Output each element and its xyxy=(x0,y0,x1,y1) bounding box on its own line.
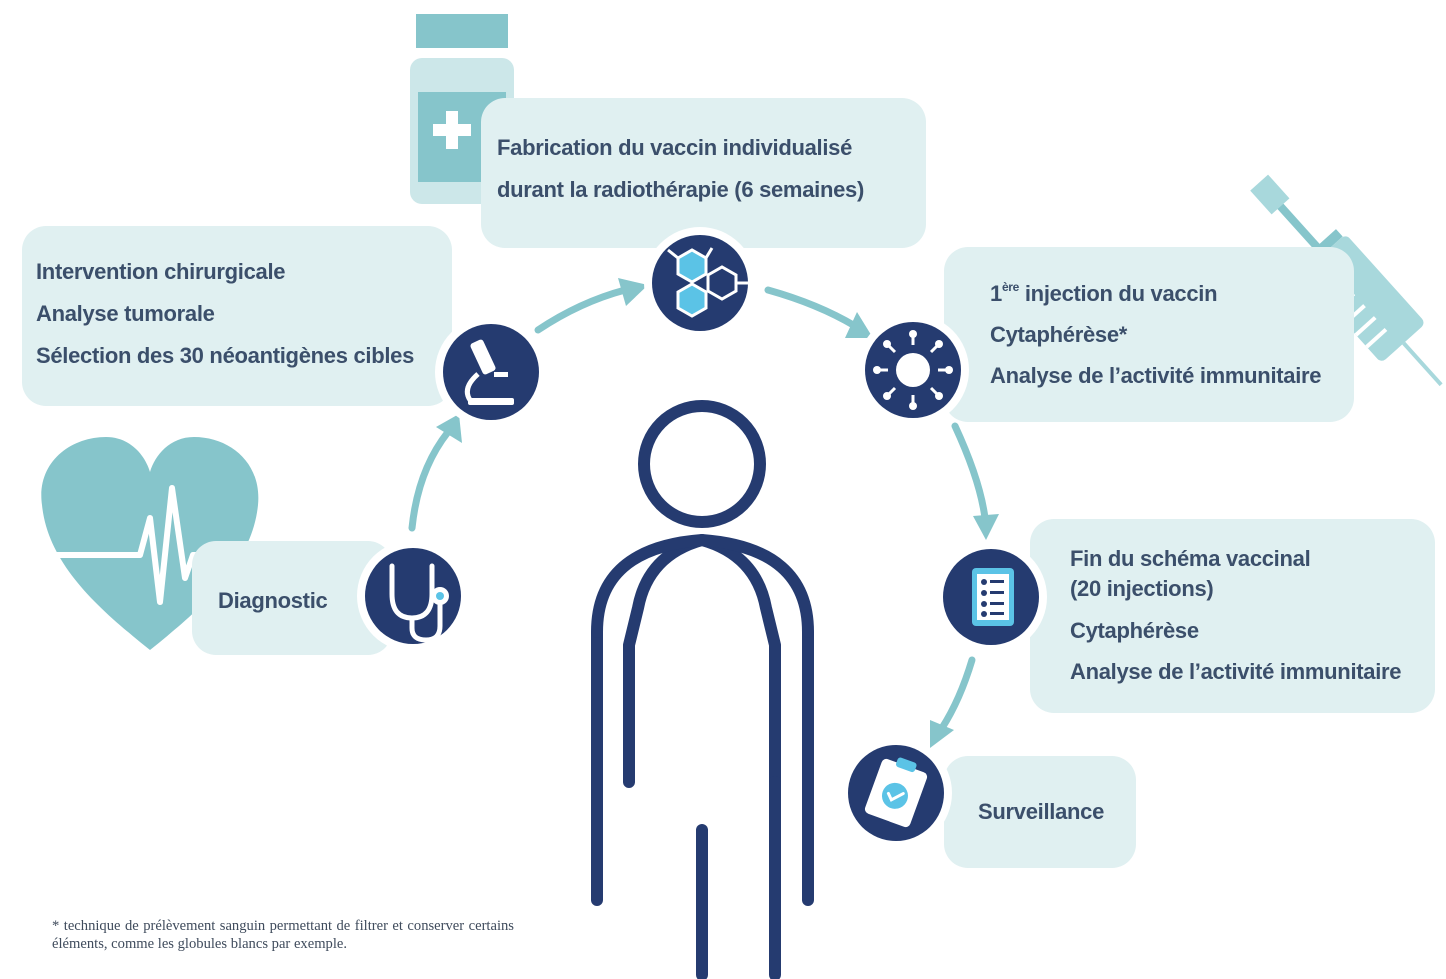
microscope-icon xyxy=(435,316,547,428)
injection-number: 1 xyxy=(990,281,1002,306)
step-manufacturing-box: Fabrication du vaccin individualisé dura… xyxy=(481,98,926,248)
step-end-schedule-line-4: Analyse de l’activité immunitaire xyxy=(1070,659,1402,684)
molecule-icon xyxy=(644,227,756,339)
clipboard-check-icon xyxy=(840,737,952,849)
injection-superscript: ère xyxy=(1001,280,1020,294)
step-surgery-line-2: Analyse tumorale xyxy=(36,301,215,326)
step-surveillance-box: Surveillance xyxy=(944,756,1136,868)
step-end-schedule-line-1: Fin du schéma vaccinal xyxy=(1070,546,1311,571)
step-manufacturing-line-1: Fabrication du vaccin individualisé xyxy=(497,135,853,160)
cycle-arrows xyxy=(408,278,999,748)
step-first-injection-line-3: Analyse de l’activité immunitaire xyxy=(990,363,1322,388)
step-end-schedule-line-2: (20 injections) xyxy=(1070,576,1214,601)
step-diagnostic-label: Diagnostic xyxy=(218,588,328,613)
step-end-schedule-box: Fin du schéma vaccinal (20 injections) C… xyxy=(1030,519,1435,713)
step-surgery-box: Intervention chirurgicale Analyse tumora… xyxy=(22,226,452,406)
step-end-schedule-line-3: Cytaphérèse xyxy=(1070,618,1199,643)
virus-icon xyxy=(857,314,969,426)
step-first-injection-line-1: 1ère injection du vaccin xyxy=(990,280,1218,306)
step-surgery-line-1: Intervention chirurgicale xyxy=(36,259,286,284)
step-surgery-line-3: Sélection des 30 néoantigènes cibles xyxy=(36,343,415,368)
footnote: * technique de prélèvement sanguin perme… xyxy=(52,918,514,952)
checklist-icon xyxy=(935,541,1047,653)
person-outline-icon xyxy=(591,400,814,979)
stethoscope-icon xyxy=(357,540,469,652)
step-manufacturing-line-2: durant la radiothérapie (6 semaines) xyxy=(497,177,864,202)
step-surveillance-label: Surveillance xyxy=(978,799,1105,824)
step-first-injection-line-2: Cytaphérèse* xyxy=(990,322,1128,347)
injection-text: injection du vaccin xyxy=(1019,281,1218,306)
step-first-injection-box: 1ère injection du vaccin Cytaphérèse* An… xyxy=(944,247,1354,422)
